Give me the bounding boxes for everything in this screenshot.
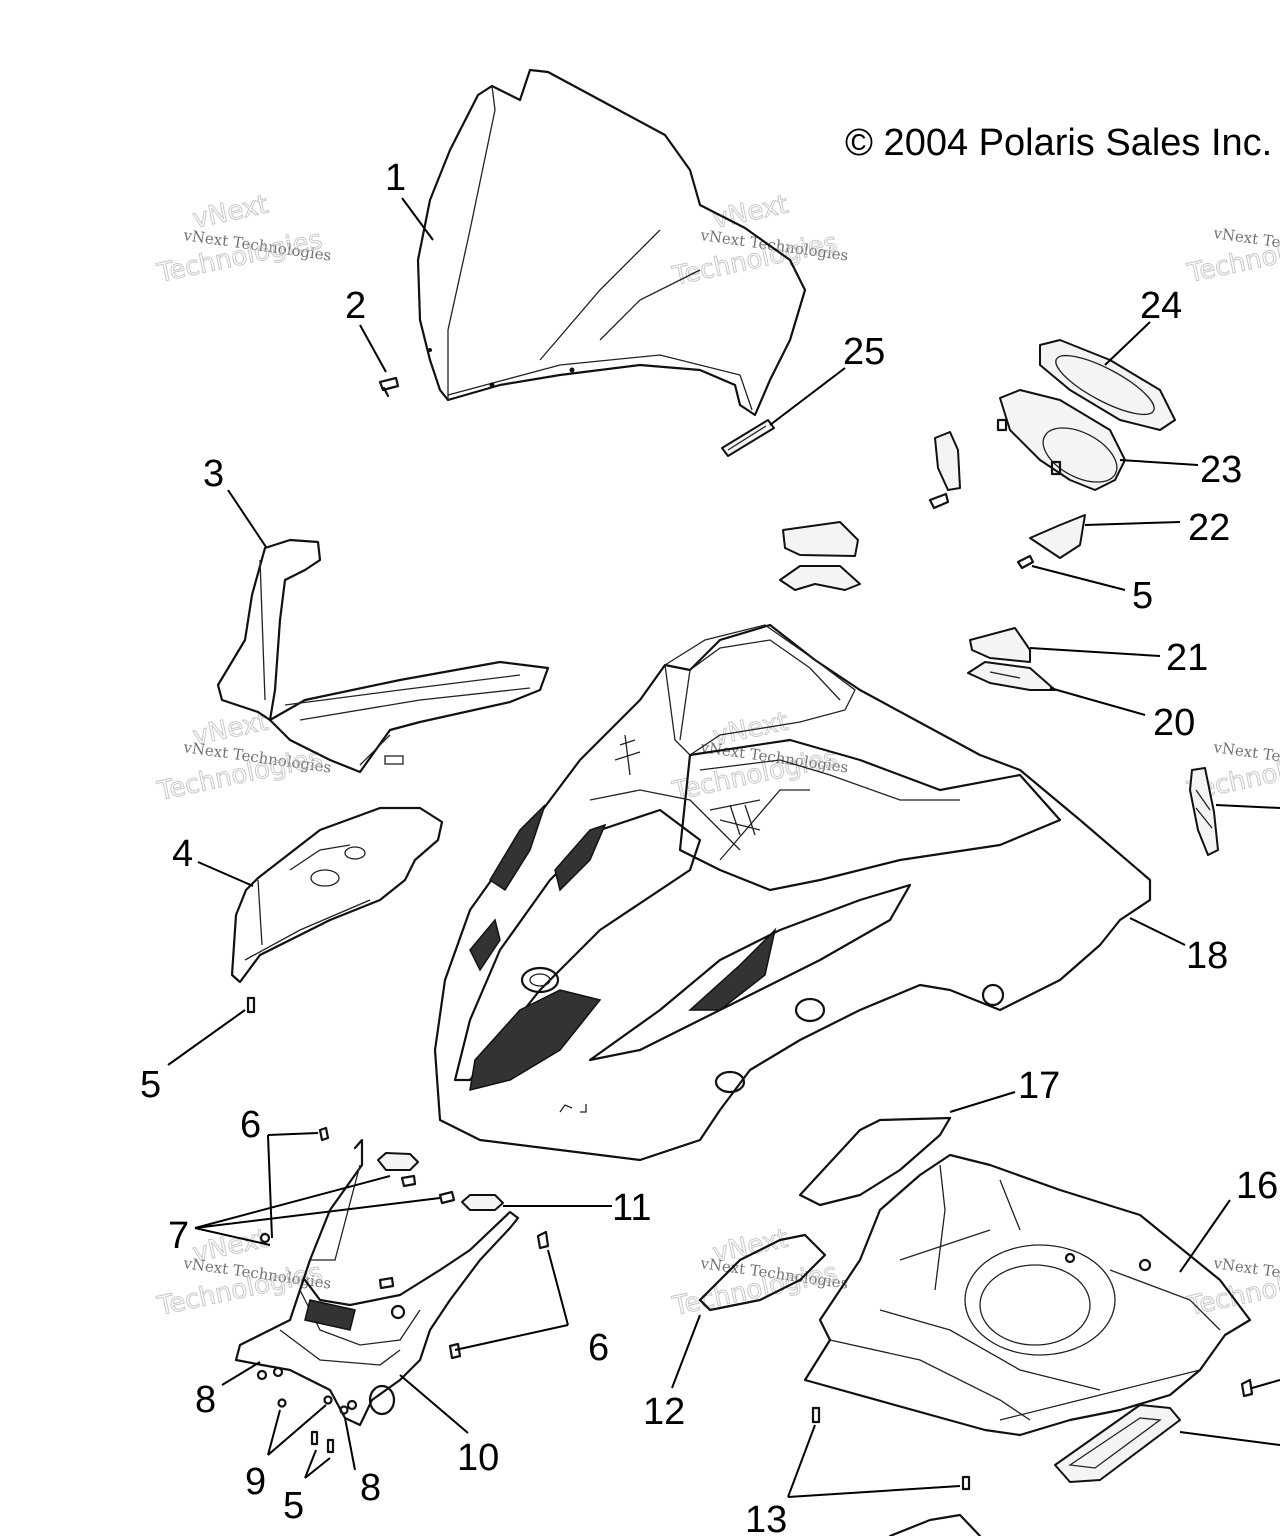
callout-11: 11 [612,1187,651,1229]
callout-8: 8 [195,1379,216,1421]
panel-part-12 [698,1233,827,1312]
trim-strip-part-25 [721,419,775,457]
vent-cap-upper [782,521,859,557]
vent-base-upper [779,565,861,591]
side-duct-part-4 [230,806,444,984]
callout-1: 1 [385,157,406,199]
pin-part-5a [246,996,256,1014]
callout-8: 8 [360,1467,381,1509]
side-panel-part-3 [216,538,550,774]
callout-17: 17 [1018,1065,1060,1107]
callout-5: 5 [1132,575,1153,617]
heat-shield-part-17 [798,1116,952,1207]
callout-16: 16 [1236,1165,1278,1207]
screw-part-2 [378,376,400,398]
callout-12: 12 [643,1391,685,1433]
callout-13: 13 [745,1499,787,1536]
watermark-group: vNext vNext Technologies Technologies vN… [154,189,1280,1322]
vent-base-part-20 [967,661,1056,691]
callout-23: 23 [1200,449,1242,491]
callout-6: 6 [588,1327,609,1369]
callout-labels: 1 2 3 4 5 6 7 8 9 5 8 10 11 6 12 13 17 1… [140,157,1278,1536]
bracket-small [928,431,961,510]
belly-pan-part-16 [803,1153,1252,1437]
callout-24: 24 [1140,285,1182,327]
foam-pad [1054,1404,1181,1483]
callout-9: 9 [245,1461,266,1503]
pin-part-13 [811,1406,971,1491]
pin-part-5c [310,1430,335,1454]
callout-10: 10 [457,1437,499,1479]
clip-part-11 [377,1152,504,1290]
callout-20: 20 [1153,702,1195,744]
callout-18: 18 [1186,935,1228,977]
screw-part-5b [1016,554,1035,570]
hood-part-18 [433,623,1152,1162]
lens-part-24 [1039,339,1176,431]
windshield-part [416,68,807,417]
clip-part-6 [318,1126,550,1360]
callout-7: 7 [168,1215,189,1257]
bottom-edge-part [888,1513,982,1536]
screw-right-edge [1240,1378,1254,1398]
grab-handle-part [1189,767,1219,856]
fastener-part-9 [277,1395,349,1415]
callout-22: 22 [1188,507,1230,549]
callout-5: 5 [140,1064,161,1106]
callout-21: 21 [1166,637,1208,679]
callout-4: 4 [172,833,193,875]
callout-2: 2 [345,285,366,327]
callout-25: 25 [843,331,885,373]
leader-lines [167,197,1280,1498]
copyright-text: © 2004 Polaris Sales Inc. [845,122,1272,164]
nose-frame-part-10 [234,1138,520,1427]
callout-6: 6 [240,1104,261,1146]
fastener-part-8 [256,1366,284,1381]
gauge-housing-part-23 [996,389,1126,491]
callout-3: 3 [203,453,224,495]
callout-5: 5 [283,1485,304,1527]
vent-cap-part-21 [969,627,1031,663]
bracket-part-22 [1029,514,1086,559]
